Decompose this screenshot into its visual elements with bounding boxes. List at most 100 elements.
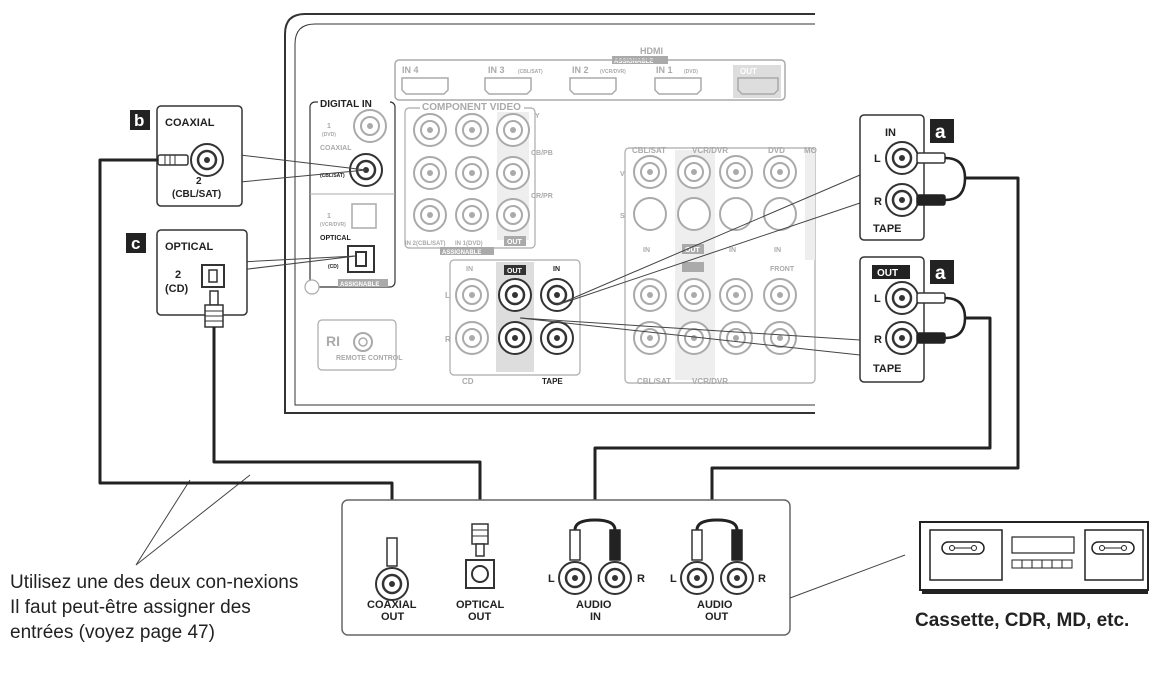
audio-out-l: L [670,573,677,585]
callout-a2-title: OUT [877,268,898,279]
s-label: S [620,213,625,220]
vcr-dvr-bottom: VCR/DVR [692,377,728,386]
device-connector-panel: COAXIAL OUT OPTICAL OUT L R AUDIO IN L R… [341,499,906,636]
callout-a-tape-out: a OUT L R TAPE [859,256,967,383]
dvd-label: DVD [768,146,785,155]
comp-y: Y [535,113,540,120]
optical-cable [212,327,482,525]
digital-assignable: ASSIGNABLE [340,282,379,288]
tape-in-l-jack [539,277,575,313]
v-label: V [620,171,625,178]
opt2-port [347,245,375,273]
hdmi-in2-sub: (VCR/DVR) [600,69,626,75]
rca-plug-white [916,152,946,164]
callout-a2-badge: a [935,263,946,284]
front-label: FRONT [770,266,795,273]
callout-c-port [201,264,225,288]
callout-line-b [239,154,367,183]
cbl-sat-bottom: CBL/SAT [637,377,671,386]
opt2-sub: (CD) [328,264,339,270]
callout-c-sub: (CD) [165,283,189,295]
cassette-deck-icon [919,521,1149,594]
audio-out-r: R [758,573,766,585]
optical-out-label-1: OPTICAL [456,599,505,611]
out-a-label: OUT [685,247,701,254]
callout-a1-bottom: TAPE [873,223,902,235]
in-c-label: IN [774,247,781,254]
callout-b-badge: b [134,111,144,130]
optical-panel-label: OPTICAL [320,235,351,242]
cbl-sat-label: CBL/SAT [632,146,666,155]
hdmi-in4: IN 4 [402,65,419,75]
optical-out-label-2: OUT [468,611,492,623]
coaxial-panel-label: COAXIAL [320,145,352,152]
audio-in-label-1: AUDIO [576,599,612,611]
comp-out: OUT [507,239,523,246]
callout-line-a-out [519,317,861,356]
mo-label: MO [804,146,817,155]
digital-in-section: DIGITAL IN 1 (DVD) COAXIAL (CBL/SAT) 1 (… [309,97,396,288]
hdmi-in2: IN 2 [572,65,589,75]
hdmi-in3: IN 3 [488,65,505,75]
hdmi-in1-sub: (DVD) [684,69,698,75]
opt1-num: 1 [327,213,331,220]
callout-b-sub: (CBL/SAT) [172,189,221,200]
callout-b-num: 2 [196,176,202,187]
rca-plug-black [916,194,946,206]
audio-in-r: R [637,573,645,585]
tape-out-label: OUT [507,268,523,275]
cd-tape-section: IN OUT IN L R CD TAPE [445,259,581,386]
hdmi-port-out [737,77,779,95]
optical-out-plug [471,523,489,545]
side-l-label: L [445,291,450,300]
in-b-label: IN [729,247,736,254]
tape-out-cable [593,316,992,520]
caption-pointer-line [135,474,251,566]
audio-in-l-jack [557,560,593,596]
component-video-section: COMPONENT VIDEO Y CB/PB CR/PR IN 2(CBL/S… [404,102,553,256]
callout-line-a-in [556,174,861,306]
hdmi-assignable: ASSIGNABLE [614,59,653,65]
audio-out-l-jack [679,560,715,596]
coaxial-out-label-2: OUT [381,611,405,623]
callout-a2-bottom: TAPE [873,363,902,375]
tape-in-label: IN [553,266,560,273]
hdmi-port-in2 [569,77,617,95]
coax1-jack [353,109,387,143]
coax1-sub: (DVD) [322,132,336,138]
tape-out-r-jack [497,320,533,356]
opt1-port [351,203,377,229]
coax-plug [157,154,189,166]
coaxial-cable [98,158,394,540]
callout-a1-r: R [874,196,882,208]
callout-a1-title: IN [885,127,896,139]
comp-cb: CB/PB [531,150,553,157]
tape-in-cable [710,176,1020,520]
callout-a1-badge: a [935,122,946,143]
hdmi-out: OUT [740,67,757,76]
audio-in-label-2: IN [590,611,601,623]
hdmi-port-in1 [654,77,702,95]
hdmi-section: HDMI ASSIGNABLE IN 4 IN 3 (CBL/SAT) IN 2… [394,46,786,101]
cd-l-jack [455,278,489,312]
tape-in-r-jack [539,320,575,356]
opt1-sub: (VCR/DVR) [320,222,346,228]
receiver-panel: HDMI ASSIGNABLE IN 4 IN 3 (CBL/SAT) IN 2… [284,13,817,414]
comp-in1: IN 1(DVD) [455,241,483,247]
hdmi-title: HDMI [640,46,663,56]
hdmi-in1: IN 1 [656,65,673,75]
coax2-sub: (CBL/SAT) [320,173,345,179]
callout-a1-r-jack [884,182,920,218]
callout-a1-l: L [874,153,881,165]
coax1-num: 1 [327,123,331,130]
hdmi-port-in3 [484,77,532,95]
side-r-label: R [445,335,451,344]
callout-c-num: 2 [175,269,181,281]
remote-control-section: RI REMOTE CONTROL [317,319,403,371]
audio-out-r-jack [719,560,755,596]
rca-plug-black [916,332,946,344]
in-a-label: IN [643,247,650,254]
comp-in2: IN 2(CBL/SAT) [405,241,446,247]
component-video-label: COMPONENT VIDEO [422,102,521,113]
